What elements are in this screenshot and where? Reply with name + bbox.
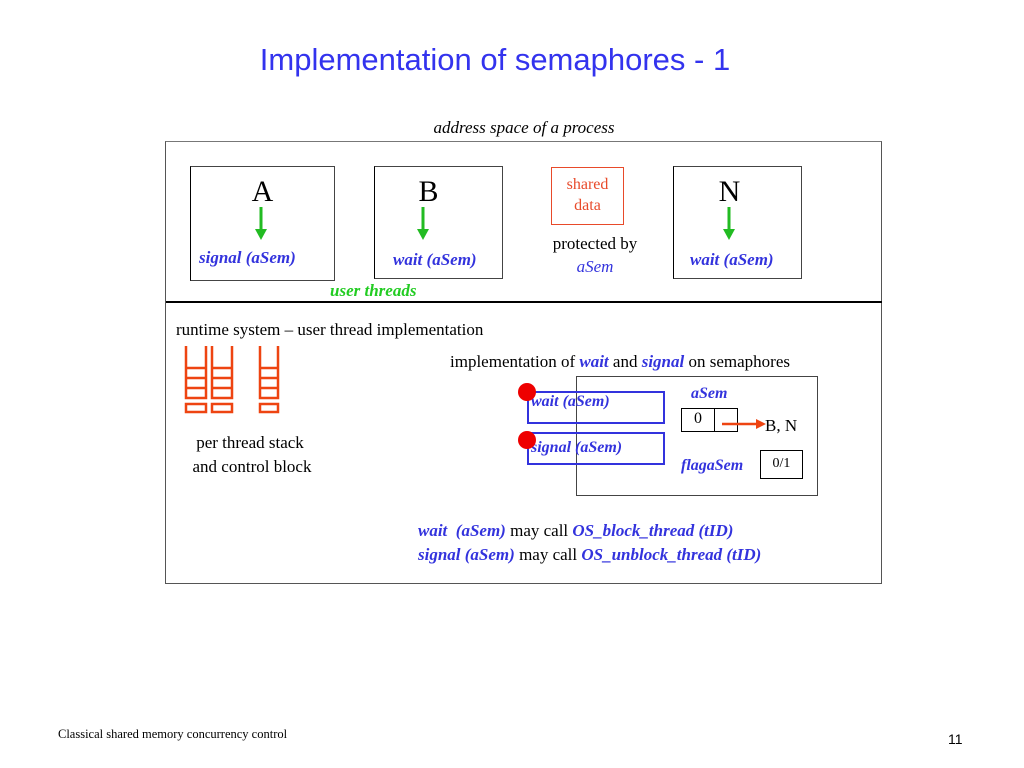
impl-heading-suffix: on semaphores (684, 352, 790, 371)
thread-box-b: B (374, 166, 503, 279)
arrow-down-icon (255, 207, 267, 240)
stack-icon (184, 346, 208, 414)
note-call: signal (aSem) (418, 545, 515, 564)
note-middle: may call (505, 521, 573, 540)
thread-call-label: wait (aSem) (393, 250, 477, 269)
thread-name: A (251, 175, 274, 208)
user-runtime-divider (166, 301, 882, 303)
impl-heading-prefix: implementation of (450, 352, 580, 371)
stack-caption-line1: per thread stack (196, 433, 304, 452)
note-middle: may call (514, 545, 582, 564)
thread-box-n: N (673, 166, 802, 279)
thread-call-label: wait (aSem) (690, 250, 774, 269)
arrow-down-icon (723, 207, 735, 240)
impl-heading: implementation of wait and signal on sem… (450, 352, 790, 372)
thread-box-a: A (190, 166, 335, 281)
note-target: OS_unblock_thread (tID) (581, 545, 762, 564)
signal-entry-dot (518, 431, 536, 449)
footer-text: Classical shared memory concurrency cont… (58, 727, 288, 741)
arrow-down-icon (417, 207, 429, 240)
protected-by-label: protected by (552, 234, 638, 253)
blocked-queue: B, N (765, 416, 798, 435)
shared-data-label-line2: data (574, 197, 601, 214)
stack-icon (258, 346, 280, 414)
process-address-space-box (165, 141, 882, 584)
stack-icon (210, 346, 234, 414)
user-threads-label: user threads (330, 281, 417, 300)
note-call: wait (aSem) (418, 521, 506, 540)
protected-by-semaphore: aSem (576, 257, 614, 276)
slide-title: Implementation of semaphores - 1 (259, 42, 731, 77)
shared-data-box: shared data (551, 167, 624, 225)
impl-heading-signal: signal (641, 352, 685, 371)
page-number: 11 (948, 731, 963, 747)
wait-function-box: wait (aSem) (527, 391, 665, 424)
stack-caption-line2: and control block (192, 457, 312, 476)
runtime-heading: runtime system – user thread implementat… (176, 320, 484, 339)
note-wait: wait (aSem) may call OS_block_thread (tI… (418, 521, 733, 541)
thread-call-label: signal (aSem) (199, 248, 296, 267)
flag-value-box: 0/1 (760, 450, 803, 479)
note-target: OS_block_thread (tID) (572, 521, 734, 540)
shared-data-label-line1: shared (566, 176, 609, 193)
note-signal: signal (aSem) may call OS_unblock_thread… (418, 545, 761, 565)
semaphore-name: aSem (691, 385, 728, 402)
thread-name: N (718, 175, 741, 208)
semaphore-record: 0 (681, 408, 738, 432)
wait-entry-dot (518, 383, 536, 401)
flag-name: flagaSem (681, 457, 744, 474)
thread-stacks-icon (184, 346, 280, 414)
signal-function-box: signal (aSem) (527, 432, 665, 465)
thread-name: B (418, 175, 439, 208)
queue-arrow-icon (722, 419, 766, 429)
impl-heading-wait: wait (579, 352, 609, 371)
impl-heading-and: and (608, 352, 642, 371)
signal-function-label: signal (aSem) (531, 439, 623, 456)
wait-function-label: wait (aSem) (531, 393, 610, 410)
semaphore-impl-box (576, 376, 818, 496)
address-space-label: address space of a process (433, 118, 615, 137)
semaphore-counter: 0 (682, 409, 715, 431)
